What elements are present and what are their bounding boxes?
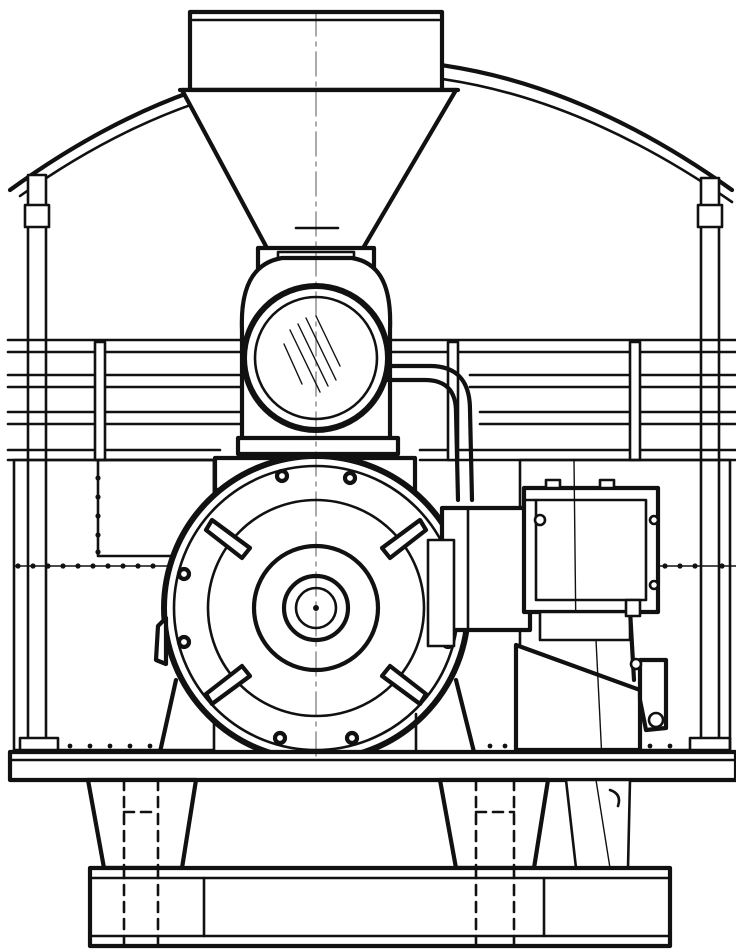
hopper xyxy=(177,9,461,253)
main-drum xyxy=(153,453,471,763)
drum-legs xyxy=(157,677,477,755)
base-beam xyxy=(87,865,673,949)
motor-mount xyxy=(513,610,643,761)
rivet-row-right xyxy=(662,563,725,569)
rivet-row-floor xyxy=(67,743,673,749)
drum-clamps xyxy=(203,517,429,707)
bent-pipe xyxy=(385,363,475,503)
rivet-column-left xyxy=(95,475,101,555)
deck-floor xyxy=(7,749,736,783)
control-linkage xyxy=(624,598,669,733)
right-post xyxy=(688,176,732,756)
gear-box xyxy=(426,505,533,648)
left-post xyxy=(18,173,60,756)
rivet-row-left xyxy=(15,563,156,569)
